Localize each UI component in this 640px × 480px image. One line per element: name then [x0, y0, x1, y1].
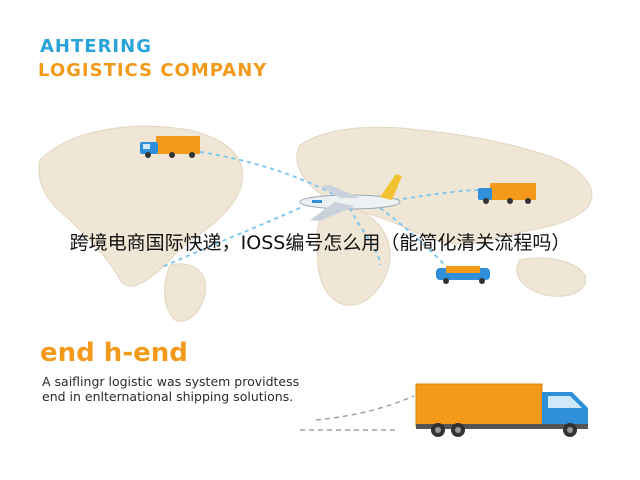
- company-title-line1: AHTERING: [40, 36, 152, 57]
- section-description: A saiflingr logistic was system providte…: [42, 374, 300, 404]
- bus-icon: [436, 266, 490, 284]
- company-title-line2: LOGISTICS COMPANY: [38, 60, 268, 81]
- world-map: [38, 125, 593, 322]
- big-truck-icon: [300, 383, 588, 437]
- truck-icon: [478, 183, 536, 204]
- truck-icon: [140, 136, 200, 158]
- overlay-caption: 跨境电商国际快递，IOSS编号怎么用（能简化清关流程吗）: [69, 232, 571, 254]
- airplane-icon: [299, 174, 402, 221]
- section-heading: end h-end: [40, 338, 188, 368]
